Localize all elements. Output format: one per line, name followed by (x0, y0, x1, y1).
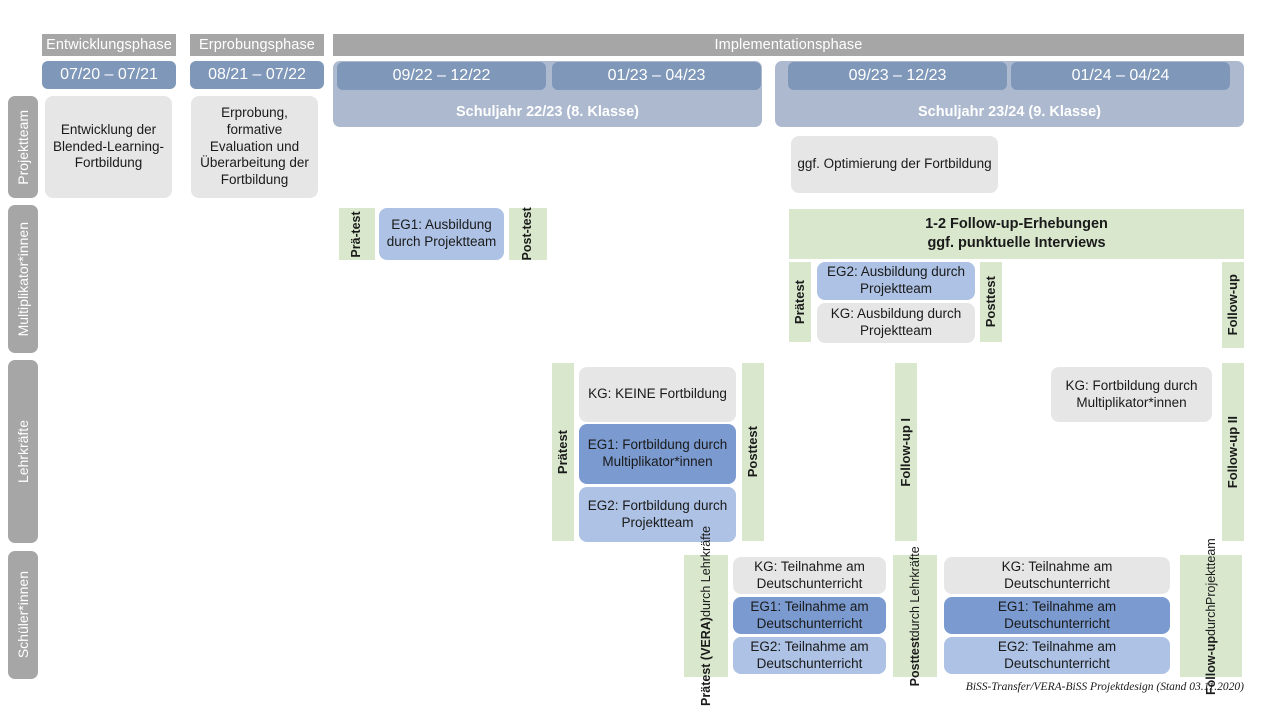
lehr-posttest-strip: Posttest (742, 363, 764, 541)
box-label: KG: Teilnahme am Deutschunterricht (754, 558, 865, 591)
row-label-text: Projektteam (15, 109, 31, 185)
row-label-text: Lehrkräfte (15, 419, 31, 484)
mult-praetest-label: Prätest (792, 279, 808, 325)
schueler-kg-box-2: KG: Teilnahme am Deutschunterricht (944, 557, 1170, 594)
period-bar-6: 01/24 – 04/24 (1011, 62, 1230, 90)
period-bar-3: 09/22 – 12/22 (337, 62, 546, 90)
school-year-label: Schuljahr 23/24 (9. Klasse) (918, 104, 1101, 120)
period-label: 01/23 – 04/23 (607, 67, 706, 84)
box-label: KG: Fortbildung durch Multiplikator*inne… (1065, 377, 1198, 410)
schueler-followup-strip: Follow-up durch Projektteam (1180, 538, 1242, 695)
row-label-lehrkraefte: Lehrkräfte (8, 360, 38, 543)
schueler-eg2-box-1: EG2: Teilnahme am Deutschunterricht (733, 637, 886, 674)
box-label: EG2: Fortbildung durch Projektteam (587, 497, 728, 530)
box-label: Entwicklung der Blended-Learning-Fortbil… (52, 121, 165, 171)
lehr-kg-keine-box: KG: KEINE Fortbildung (579, 367, 736, 422)
schueler-eg2-box-2: EG2: Teilnahme am Deutschunterricht (944, 637, 1170, 674)
mult-followup-band: 1-2 Follow-up-Erhebungen ggf. punktuelle… (789, 209, 1244, 259)
period-bar-2: 08/21 – 07/22 (190, 61, 324, 89)
lehr-posttest-label: Posttest (745, 426, 761, 478)
schueler-praetest-strip: Prätest (VERA) durch Lehrkräfte (684, 526, 728, 706)
box-label: KG: Ausbildung durch Projektteam (830, 306, 962, 338)
mult-posttest-strip-right: Posttest (980, 262, 1002, 342)
period-label: 07/20 – 07/21 (60, 66, 158, 83)
phase-label: Implementationsphase (714, 37, 863, 53)
mult-posttest-label: Posttest (983, 276, 999, 328)
projektteam-optimierung-box: ggf. Optimierung der Fortbildung (791, 136, 998, 193)
row-label-schueler: Schüler*innen (8, 551, 38, 679)
lehr-eg1-box: EG1: Fortbildung durch Multiplikator*inn… (579, 424, 736, 484)
band-label: 1-2 Follow-up-Erhebungen ggf. punktuelle… (925, 216, 1108, 251)
lehr-praetest-strip: Prätest (552, 363, 574, 541)
phase-bar-erprobung: Erprobungsphase (190, 34, 324, 56)
box-label: EG2: Teilnahme am Deutschunterricht (750, 638, 869, 671)
projektteam-entwicklung-box: Entwicklung der Blended-Learning-Fortbil… (45, 96, 172, 198)
schueler-posttest-strip: Posttest durch Lehrkräfte (893, 546, 937, 686)
box-label: ggf. Optimierung der Fortbildung (797, 156, 992, 172)
row-label-text: Schüler*innen (15, 571, 31, 659)
schueler-praetest-label: Prätest (VERA) durch Lehrkräfte (698, 526, 713, 706)
box-label: EG1: Teilnahme am Deutschunterricht (750, 598, 869, 631)
lehr-followup2-strip: Follow-up II (1222, 363, 1244, 541)
lehr-followup1-label: Follow-up I (898, 417, 914, 487)
footer-caption: BiSS-Transfer/VERA-BiSS Projektdesign (S… (840, 681, 1244, 697)
mult-posttest-strip-left: Post- test (509, 207, 547, 261)
phase-label: Erprobungsphase (199, 37, 315, 53)
projektteam-erprobung-box: Erprobung, formative Evaluation und Über… (191, 96, 318, 198)
period-label: 09/23 – 12/23 (848, 67, 947, 84)
lehr-praetest-label: Prätest (555, 429, 571, 475)
lehr-followup1-strip: Follow-up I (895, 363, 917, 541)
footer-text: BiSS-Transfer/VERA-BiSS Projektdesign (S… (965, 681, 1244, 693)
box-label: EG2: Teilnahme am Deutschunterricht (997, 638, 1117, 671)
phase-bar-entwicklung: Entwicklungsphase (42, 34, 176, 56)
mult-praetest-label: Prä- test (349, 210, 364, 258)
box-label: KG: Teilnahme am Deutschunterricht (1001, 558, 1113, 591)
mult-followup-label: Follow-up (1225, 274, 1241, 336)
lehr-eg2-box: EG2: Fortbildung durch Projektteam (579, 487, 736, 542)
schueler-eg1-box-1: EG1: Teilnahme am Deutschunterricht (733, 597, 886, 634)
lehr-kg-mult-box: KG: Fortbildung durch Multiplikator*inne… (1051, 367, 1212, 422)
box-label: Erprobung, formative Evaluation und Über… (200, 104, 309, 188)
mult-eg2-box: EG2: Ausbildung durch Projektteam (817, 262, 975, 300)
mult-praetest-strip-right: Prätest (789, 262, 811, 342)
box-label: EG1: Ausbildung durch Projektteam (386, 217, 497, 249)
lehr-followup2-label: Follow-up II (1225, 415, 1241, 489)
period-bar-4: 01/23 – 04/23 (552, 62, 761, 90)
row-label-multiplikatoren: Multiplikator*innen (8, 205, 38, 353)
schueler-kg-box-1: KG: Teilnahme am Deutschunterricht (733, 557, 886, 594)
row-label-projektteam: Projektteam (8, 96, 38, 198)
schueler-eg1-box-2: EG1: Teilnahme am Deutschunterricht (944, 597, 1170, 634)
period-label: 08/21 – 07/22 (208, 66, 306, 83)
school-year-label: Schuljahr 22/23 (8. Klasse) (456, 104, 639, 120)
box-label: KG: KEINE Fortbildung (588, 386, 727, 402)
mult-kg-box: KG: Ausbildung durch Projektteam (817, 303, 975, 343)
period-label: 09/22 – 12/22 (392, 67, 491, 84)
period-label: 01/24 – 04/24 (1071, 67, 1170, 84)
phase-label: Entwicklungsphase (46, 37, 172, 53)
period-bar-5: 09/23 – 12/23 (788, 62, 1007, 90)
mult-followup-strip: Follow-up (1222, 262, 1244, 348)
mult-posttest-label: Post- test (520, 207, 535, 261)
phase-bar-implementation: Implementationsphase (333, 34, 1244, 56)
box-label: EG2: Ausbildung durch Projektteam (826, 264, 966, 296)
box-label: EG1: Teilnahme am Deutschunterricht (997, 598, 1117, 631)
schueler-posttest-label: Posttest durch Lehrkräfte (907, 545, 922, 687)
row-label-text: Multiplikator*innen (15, 221, 31, 337)
box-label: EG1: Fortbildung durch Multiplikator*inn… (587, 437, 728, 469)
period-bar-1: 07/20 – 07/21 (42, 61, 176, 89)
mult-eg1-box: EG1: Ausbildung durch Projektteam (379, 208, 504, 260)
schueler-followup-label: Follow-up durch Projektteam (1203, 537, 1218, 695)
mult-praetest-strip-left: Prä- test (339, 208, 375, 260)
